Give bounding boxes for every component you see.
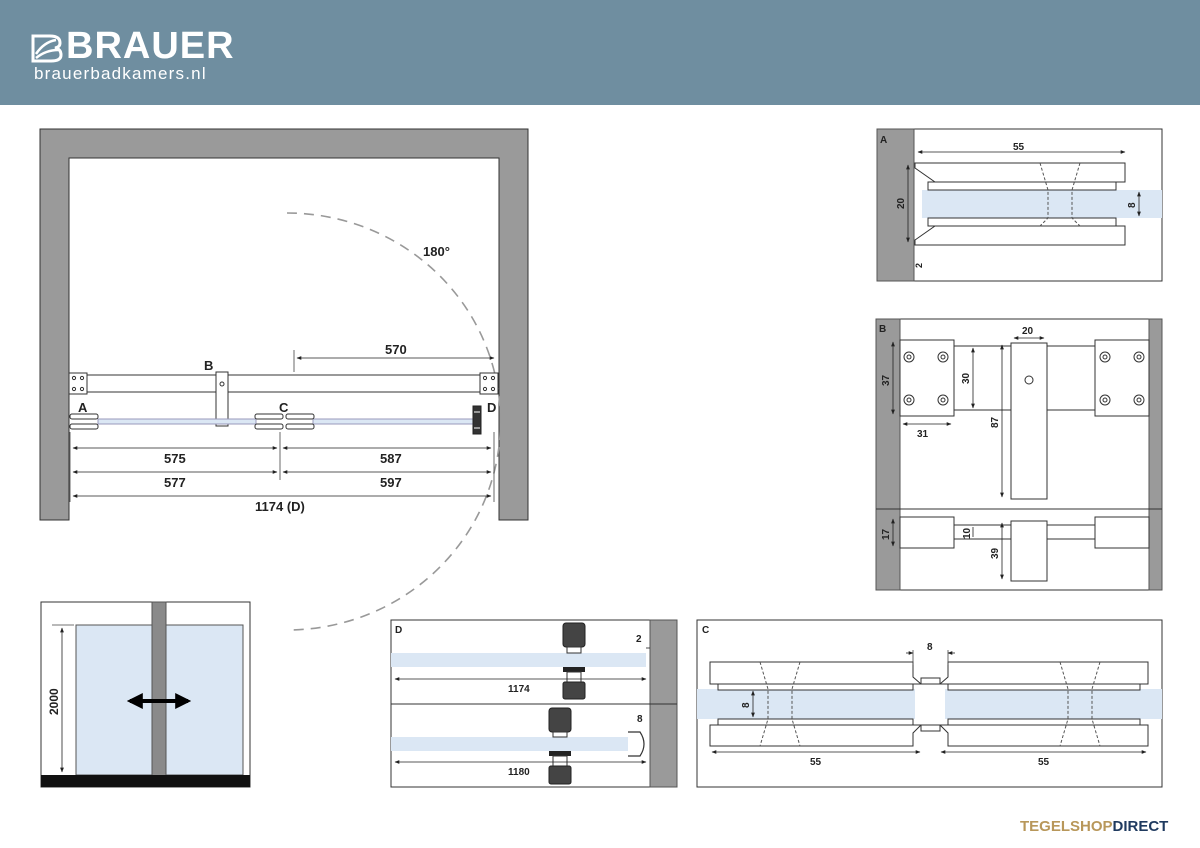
label-a: A: [78, 400, 88, 415]
detail-b-dim-10: 10: [962, 527, 973, 539]
detail-d-dim-8: 8: [637, 714, 643, 725]
detail-a-glass: [922, 190, 1162, 218]
wall-bracket-left: [68, 372, 88, 395]
door-swing-arc: [286, 212, 502, 631]
detail-b-dim-87: 87: [990, 416, 1001, 428]
detail-b: B 20 37 30 87 31 17 10 39: [875, 318, 1163, 591]
label-c: C: [279, 400, 289, 415]
detail-a-dim-20: 20: [896, 197, 907, 209]
dim-1174-d: 1174 (D): [255, 499, 305, 514]
detail-c-dim-8-glass: 8: [741, 702, 752, 708]
dim-575: 575: [164, 451, 186, 466]
glass-panel-door: [312, 418, 474, 425]
detail-a-dim-55: 55: [1013, 142, 1025, 153]
brand-name: BRAUER: [66, 25, 235, 67]
detail-b-wall-right: [1148, 318, 1163, 591]
wall-bracket-right: [479, 372, 499, 395]
label-b: B: [204, 358, 213, 373]
door-handle-d: [472, 405, 482, 435]
plan-wall: [39, 128, 529, 521]
detail-a-dim-2: 2: [914, 263, 924, 268]
angle-label: 180°: [423, 244, 450, 259]
detail-d-label: D: [395, 625, 402, 636]
elevation-wall-post: [151, 601, 167, 778]
detail-d-dim-2: 2: [636, 634, 642, 645]
label-d: D: [487, 400, 496, 415]
detail-b-dim-20: 20: [1022, 326, 1034, 337]
detail-b-dim-30: 30: [961, 372, 972, 384]
tegelshopdirect-logo: TEGELSHOPDIRECT: [1020, 818, 1168, 835]
front-elevation: 2000: [40, 601, 251, 788]
detail-d-dim-1180: 1180: [508, 767, 530, 778]
detail-c: C 8 8 55 55: [696, 619, 1163, 788]
dim-570: 570: [385, 342, 407, 357]
detail-b-dim-17: 17: [881, 528, 892, 540]
glass-panel-fixed: [97, 418, 257, 425]
detail-b-dim-31: 31: [917, 429, 929, 440]
detail-c-dim-8-gap: 8: [927, 642, 933, 653]
elevation-floor: [41, 775, 250, 787]
brauer-logo-icon: [31, 34, 63, 63]
detail-c-label: C: [702, 625, 709, 636]
height-2000: 2000: [47, 688, 61, 715]
detail-b-label: B: [879, 324, 886, 335]
dim-587: 587: [380, 451, 402, 466]
detail-d-dim-1174: 1174: [508, 684, 530, 695]
dim-577: 577: [164, 475, 186, 490]
glass-clamp-b: [215, 371, 229, 427]
stabilizer-bar: [85, 374, 481, 393]
detail-b-dim-39: 39: [990, 547, 1001, 559]
footer-logo-part1: TEGELSHOP: [1020, 818, 1113, 835]
detail-d: D 1174 2 1180 8: [390, 619, 678, 788]
detail-c-dim-55-left: 55: [810, 757, 822, 768]
detail-c-dim-55-right: 55: [1038, 757, 1050, 768]
detail-a-dim-8: 8: [1127, 202, 1138, 208]
detail-a-label: A: [880, 135, 887, 146]
footer-logo-part2: DIRECT: [1112, 818, 1169, 835]
website-url: brauerbadkamers.nl: [34, 64, 207, 83]
header-banner: BRAUER brauerbadkamers.nl: [0, 0, 1200, 105]
detail-a: A 55 20 8 2: [876, 128, 1163, 282]
dim-597: 597: [380, 475, 402, 490]
detail-b-wall-left: [875, 318, 901, 591]
detail-d-u-profile: [628, 731, 645, 757]
plan-view: 180° 570 A B C D: [39, 128, 529, 631]
detail-b-dim-37: 37: [881, 374, 892, 386]
